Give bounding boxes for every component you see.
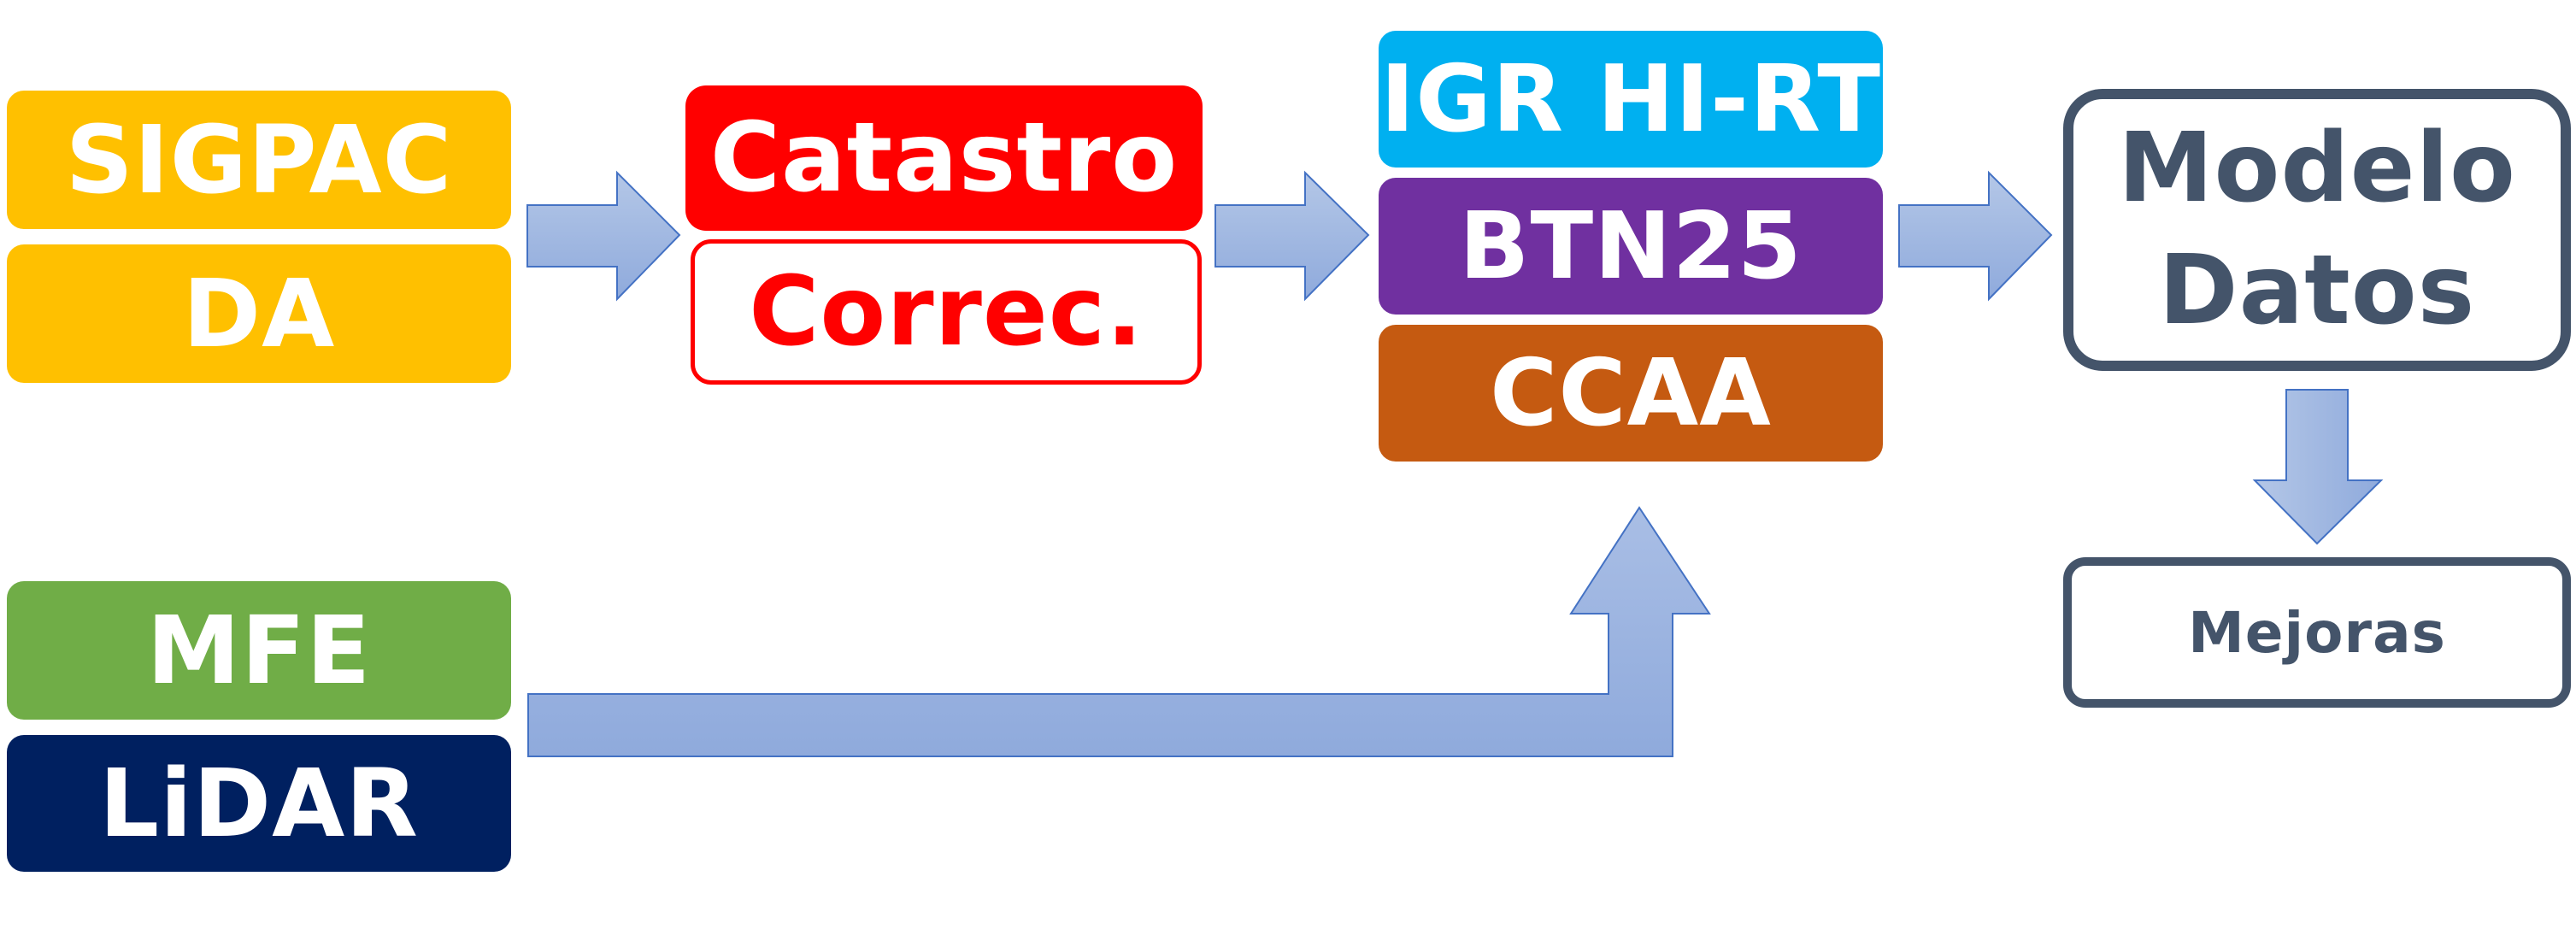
arrow-model-to-mejoras <box>2252 389 2384 545</box>
lidar-label: LiDAR <box>99 749 419 858</box>
da-label: DA <box>182 259 336 368</box>
arrow-lidar-to-ccaa <box>527 506 1711 757</box>
mejoras-box: Mejoras <box>2063 557 2571 708</box>
ccaa-label: CCAA <box>1490 339 1772 447</box>
igr-label: IGR HI-RT <box>1380 45 1881 153</box>
modelo-datos-box: Modelo Datos <box>2063 89 2571 371</box>
mejoras-label: Mejoras <box>2188 599 2446 666</box>
btn25-box: BTN25 <box>1379 178 1883 315</box>
modelo-label: Modelo <box>2118 112 2516 224</box>
da-box: DA <box>7 244 511 383</box>
btn25-label: BTN25 <box>1459 192 1803 300</box>
mfe-label: MFE <box>146 596 372 705</box>
arrow-reference-to-model <box>1898 170 2053 302</box>
sigpac-box: SIGPAC <box>7 91 511 229</box>
ccaa-box: CCAA <box>1379 325 1883 462</box>
datos-label: Datos <box>2158 235 2476 346</box>
correc-label: Correc. <box>749 256 1144 368</box>
arrow-sources-to-catastro <box>526 170 681 302</box>
igr-box: IGR HI-RT <box>1379 31 1883 168</box>
correc-box: Correc. <box>691 239 1202 385</box>
sigpac-label: SIGPAC <box>65 105 453 215</box>
arrow-catastro-to-reference <box>1214 170 1370 302</box>
mfe-box: MFE <box>7 581 511 720</box>
lidar-box: LiDAR <box>7 735 511 872</box>
catastro-box: Catastro <box>685 85 1203 231</box>
catastro-label: Catastro <box>709 103 1179 214</box>
